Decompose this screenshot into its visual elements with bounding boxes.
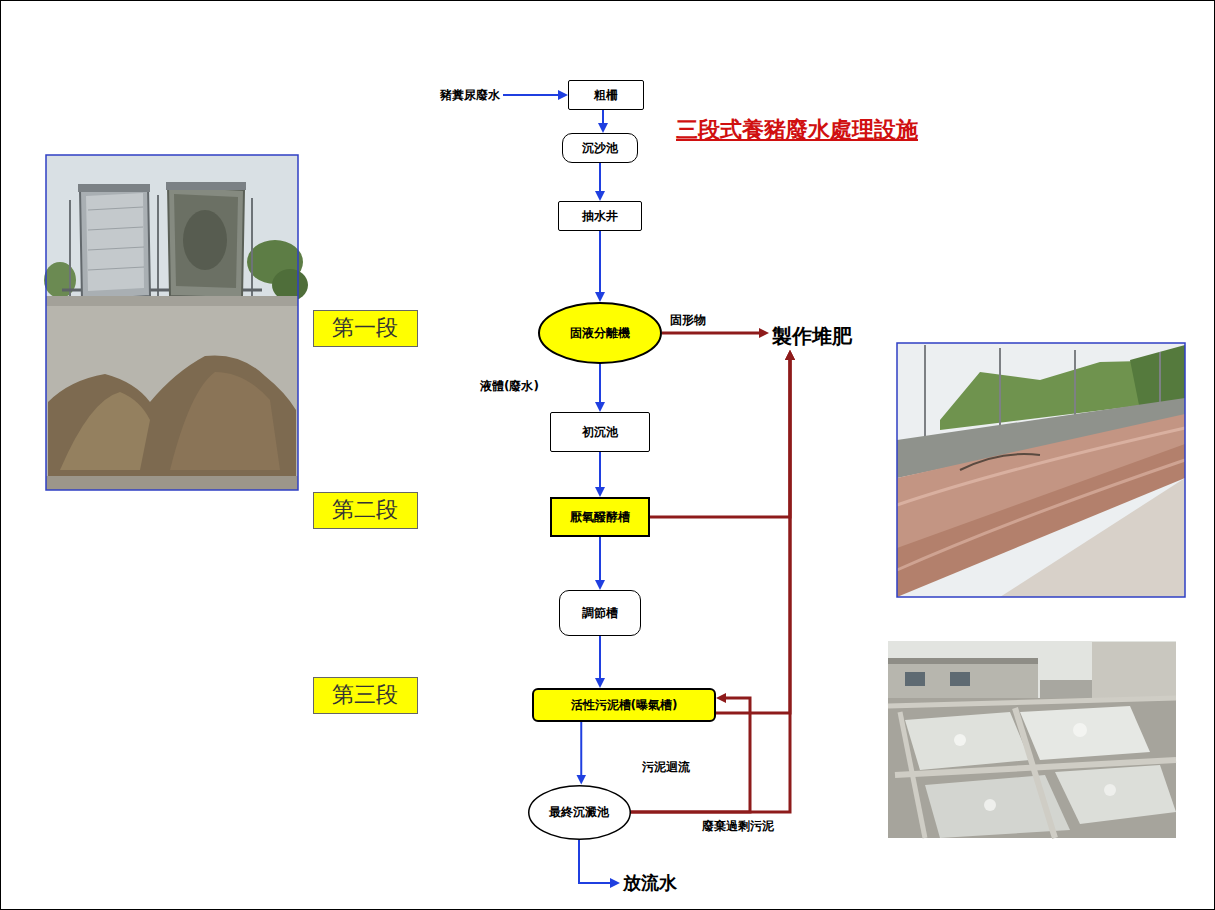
edge-label: 液體(廢水) (478, 379, 541, 393)
node-label: 第一段 (332, 315, 398, 341)
process-box: 厭氧醱酵槽 (550, 497, 650, 537)
process-box: 抽水井 (558, 201, 642, 231)
node-label: 放流水 (623, 872, 677, 894)
node-text-group: 豬糞尿廢水 (440, 88, 500, 102)
node-label: 活性污泥槽(曝氣槽) (571, 698, 678, 712)
process-box: 調節槽 (559, 590, 641, 636)
digester-photo (897, 343, 1185, 597)
stage-label: 第三段 (313, 677, 418, 714)
node-label: 厭氧醱酵槽 (570, 510, 630, 524)
diagram-title: 三段式養豬廢水處理設施 (676, 116, 918, 145)
node-label: 豬糞尿廢水 (440, 88, 500, 102)
ellipse-shape (539, 303, 661, 363)
output-terminal: 放流水 (620, 870, 680, 896)
node-text-group: 最終沉澱池 (549, 805, 609, 819)
node-text-group: 製作堆肥 (772, 324, 852, 348)
clarifier-ellipse: 最終沉澱池 (528, 785, 631, 840)
aeration-photo (888, 641, 1176, 838)
flow-arrow (602, 110, 604, 127)
node-label: 粗柵 (594, 88, 618, 102)
ellipse-shape (528, 785, 630, 839)
node-label: 最終沉澱池 (549, 805, 609, 819)
separator-photo (44, 155, 308, 490)
node-text-group: 粗柵 (594, 88, 618, 102)
input-terminal: 豬糞尿廢水 (437, 86, 503, 104)
node-label: 第二段 (332, 497, 398, 523)
separator-ellipse: 固液分離機 (538, 302, 662, 364)
flow-arrow (599, 163, 601, 195)
edge-label: 廢棄過剩污泥 (700, 819, 776, 833)
node-text-group: 厭氧醱酵槽 (570, 510, 630, 524)
node-text-group: 放流水 (623, 872, 677, 894)
process-box: 沉沙池 (562, 133, 638, 163)
flow-arrow (631, 356, 791, 812)
node-text-group: 第二段 (332, 497, 398, 523)
stage-label: 第二段 (313, 492, 418, 529)
flow-arrow (599, 452, 601, 491)
node-label: 抽水井 (582, 209, 618, 223)
node-text-group: 初沉池 (582, 425, 618, 439)
node-text-group: 活性污泥槽(曝氣槽) (571, 698, 678, 712)
process-box: 活性污泥槽(曝氣槽) (532, 688, 716, 722)
node-text-group: 調節槽 (582, 606, 618, 620)
edge-label: 固形物 (668, 313, 708, 327)
node-label: 固液分離機 (570, 326, 630, 340)
node-text-group: 沉沙池 (582, 141, 618, 155)
node-label: 調節槽 (582, 606, 618, 620)
process-box: 初沉池 (550, 412, 650, 452)
node-text-group: 固液分離機 (570, 326, 630, 340)
node-text-group: 抽水井 (582, 209, 618, 223)
flow-arrow (599, 231, 601, 296)
flow-arrow (580, 722, 582, 779)
flow-arrow (662, 332, 763, 335)
stage-label: 第一段 (313, 310, 418, 347)
flow-arrow (599, 636, 601, 682)
node-label: 沉沙池 (582, 141, 618, 155)
node-text-group: 第三段 (332, 682, 398, 708)
node-text-group: 第一段 (332, 315, 398, 341)
flow-arrow (650, 356, 790, 517)
flow-arrow (503, 94, 562, 96)
node-label: 第三段 (332, 682, 398, 708)
process-box: 粗柵 (568, 80, 644, 110)
node-label: 製作堆肥 (772, 324, 852, 348)
flow-arrow (716, 356, 790, 713)
flow-arrow (579, 840, 614, 884)
flow-arrow (599, 364, 601, 406)
edge-label: 污泥迴流 (640, 760, 692, 774)
output-terminal: 製作堆肥 (769, 322, 855, 350)
flow-arrow (599, 537, 601, 584)
node-label: 初沉池 (582, 425, 618, 439)
